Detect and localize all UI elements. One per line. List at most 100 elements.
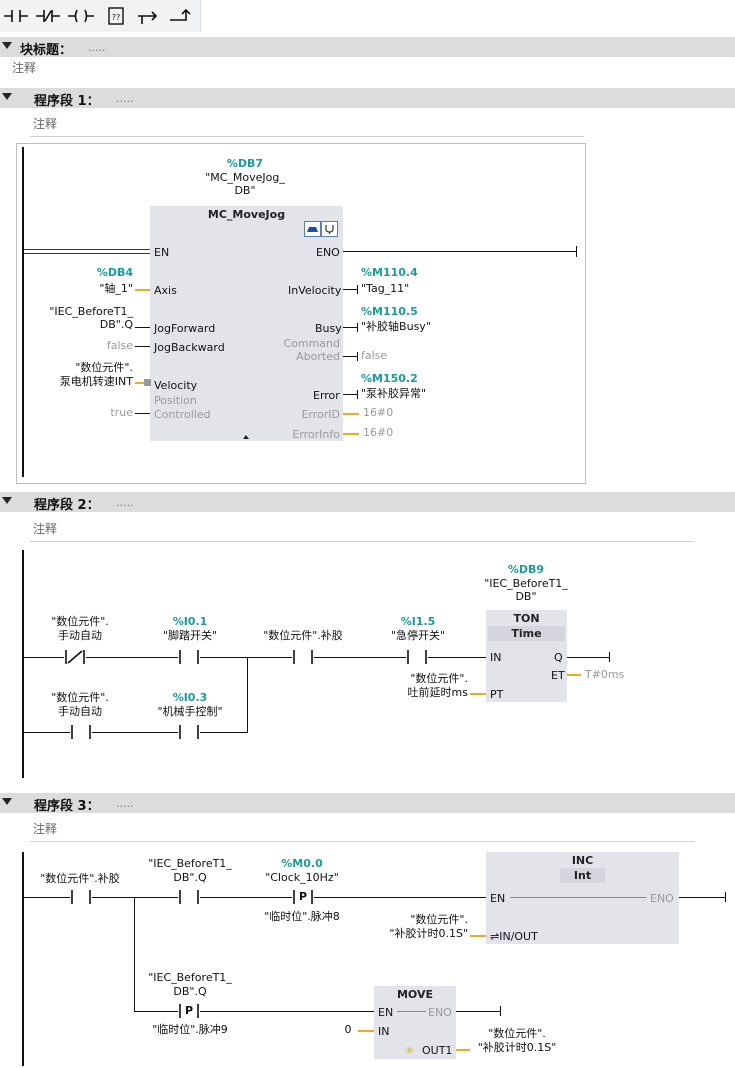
diagnostics-icon[interactable] <box>321 221 338 237</box>
network-1-comment[interactable]: 注释 <box>33 117 58 131</box>
robot-control-address: %I0.3 <box>172 691 208 704</box>
network-3-title: 程序段 3： <box>34 799 100 814</box>
no-contact-foot-switch[interactable] <box>178 650 200 664</box>
pin-velocity: Velocity <box>154 379 198 392</box>
move-out-operand-line1[interactable]: "数位元件". <box>488 1027 546 1040</box>
network-1-title-placeholder[interactable]: ..... <box>116 92 134 105</box>
collapse-triangle-icon[interactable] <box>2 798 12 805</box>
et-value[interactable]: T#0ms <box>585 668 625 681</box>
jogbackward-value[interactable]: false <box>106 339 133 352</box>
move-out-operand-line2[interactable]: "补胶计时0.1S" <box>477 1041 557 1054</box>
timer-db-name-line2[interactable]: DB" <box>515 590 537 603</box>
foot-switch-operand[interactable]: "脚踏开关" <box>162 629 218 642</box>
block-title-header[interactable]: 块标题： ..... <box>0 37 735 58</box>
move-block[interactable] <box>374 986 456 1059</box>
timer-q-operand-line1[interactable]: "IEC_BeforeT1_ <box>148 857 232 870</box>
collapse-triangle-icon[interactable] <box>2 93 12 100</box>
pin-jogforward: JogForward <box>154 322 216 335</box>
pulse9-operand[interactable]: "临时位".脉冲9 <box>152 1023 228 1036</box>
no-contact-emergency-stop[interactable] <box>406 650 428 664</box>
empty-box-button[interactable]: ?? <box>101 2 131 30</box>
inc-block[interactable] <box>486 852 679 944</box>
block-comment[interactable]: 注释 <box>12 61 37 75</box>
svg-text:??: ?? <box>112 13 121 22</box>
pin-inout: ⇌IN/OUT <box>490 930 538 943</box>
network-3-comment[interactable]: 注释 <box>33 822 58 836</box>
move-title: MOVE <box>396 988 434 1001</box>
manual-auto-operand-2-line2[interactable]: 手动自动 <box>58 705 102 718</box>
pulse8-operand[interactable]: "临时位".脉冲8 <box>264 910 340 923</box>
glue-operand[interactable]: "数位元件".补胶 <box>40 872 120 885</box>
inc-type[interactable]: Int <box>573 869 592 882</box>
sparkle-icon: ✳ <box>405 1044 415 1057</box>
block-view-icon[interactable] <box>304 221 321 237</box>
glue-operand[interactable]: "数位元件".补胶 <box>263 629 343 642</box>
velocity-operand-line1[interactable]: "数位元件". <box>75 361 133 374</box>
jogforward-operand-line1[interactable]: "IEC_BeforeT1_ <box>49 305 133 318</box>
collapse-pins-icon[interactable] <box>243 435 249 439</box>
block-title: 块标题： <box>20 43 73 58</box>
robot-control-operand[interactable]: "机械手控制" <box>157 705 223 718</box>
normally-open-contact-icon <box>4 10 28 22</box>
network-2-title-placeholder[interactable]: ..... <box>116 496 134 509</box>
axis-operand[interactable]: "轴_1" <box>99 282 133 295</box>
pin-errorinfo: ErrorInfo <box>292 428 340 441</box>
network-1-header[interactable]: 程序段 1： ..... <box>0 88 735 109</box>
pt-operand-line2[interactable]: 吐前延时ms <box>407 686 468 699</box>
no-contact-glue[interactable] <box>70 890 92 904</box>
instance-db-name-line1[interactable]: "MC_MoveJog_ <box>205 171 285 184</box>
network-2-comment[interactable]: 注释 <box>33 522 58 536</box>
network-3-title-placeholder[interactable]: ..... <box>116 797 134 810</box>
pin-en: EN <box>378 1006 394 1019</box>
type-conversion-icon <box>144 379 151 386</box>
busy-operand[interactable]: "补胶轴Busy" <box>361 320 431 333</box>
ton-type[interactable]: Time <box>511 627 542 640</box>
error-operand[interactable]: "泵补胶异常" <box>361 387 427 400</box>
estop-operand[interactable]: "急停开关" <box>390 629 446 642</box>
p-contact-clock[interactable] <box>292 890 314 904</box>
errorinfo-value[interactable]: 16#0 <box>363 426 394 439</box>
manual-auto-operand-line2[interactable]: 手动自动 <box>58 629 102 642</box>
inc-operand-line2[interactable]: "补胶计时0.1S" <box>389 927 468 940</box>
manual-auto-operand-2-line1[interactable]: "数位元件". <box>51 691 109 704</box>
no-contact-timer-q[interactable] <box>178 890 200 904</box>
p-contact-timer-q[interactable] <box>178 1004 200 1018</box>
velocity-operand-line2[interactable]: 泵电机转速INT <box>59 375 133 388</box>
open-branch-button[interactable] <box>134 2 164 30</box>
timer-db-name-line1[interactable]: "IEC_BeforeT1_ <box>484 577 568 590</box>
collapse-triangle-icon[interactable] <box>2 42 12 49</box>
no-contact-glue[interactable] <box>292 650 314 664</box>
no-contact-button[interactable] <box>1 2 31 30</box>
invelocity-operand[interactable]: "Tag_11" <box>361 282 410 295</box>
instance-db-name-line2[interactable]: DB" <box>234 184 256 197</box>
close-branch-button[interactable] <box>166 2 196 30</box>
pin-eno: ENO <box>428 1006 452 1019</box>
no-contact-robot-control[interactable] <box>178 725 200 739</box>
network-2-header[interactable]: 程序段 2： ..... <box>0 492 735 513</box>
manual-auto-operand-line1[interactable]: "数位元件". <box>51 615 109 628</box>
commandaborted-value[interactable]: false <box>361 349 388 362</box>
network-3-header[interactable]: 程序段 3： ..... <box>0 793 735 814</box>
timer-q-operand-line2[interactable]: DB".Q <box>173 871 207 884</box>
no-contact-manual-auto[interactable] <box>70 725 92 739</box>
inc-operand-line1[interactable]: "数位元件". <box>410 913 468 926</box>
move-in-value[interactable]: 0 <box>344 1023 352 1036</box>
inout-arrow-icon: ⇌ <box>490 930 500 943</box>
timer-q-operand-2-line2[interactable]: DB".Q <box>173 985 207 998</box>
collapse-triangle-icon[interactable] <box>2 497 12 504</box>
pin-in: IN <box>490 651 502 664</box>
nc-contact-manual-auto[interactable] <box>64 650 86 664</box>
clock-operand[interactable]: "Clock_10Hz" <box>265 871 339 884</box>
mc-movejog-block[interactable] <box>150 206 343 441</box>
ton-timer-block[interactable] <box>486 610 567 702</box>
positioncontrolled-value[interactable]: true <box>110 406 133 419</box>
errorid-value[interactable]: 16#0 <box>363 406 394 419</box>
empty-box-icon: ?? <box>108 7 124 25</box>
pt-operand-line1[interactable]: "数位元件". <box>410 672 468 685</box>
axis-address: %DB4 <box>96 266 133 279</box>
coil-button[interactable] <box>66 2 96 30</box>
nc-contact-button[interactable] <box>33 2 63 30</box>
block-title-placeholder[interactable]: ..... <box>88 41 106 54</box>
timer-q-operand-2-line1[interactable]: "IEC_BeforeT1_ <box>148 971 232 984</box>
jogforward-operand-line2[interactable]: DB".Q <box>99 318 133 331</box>
